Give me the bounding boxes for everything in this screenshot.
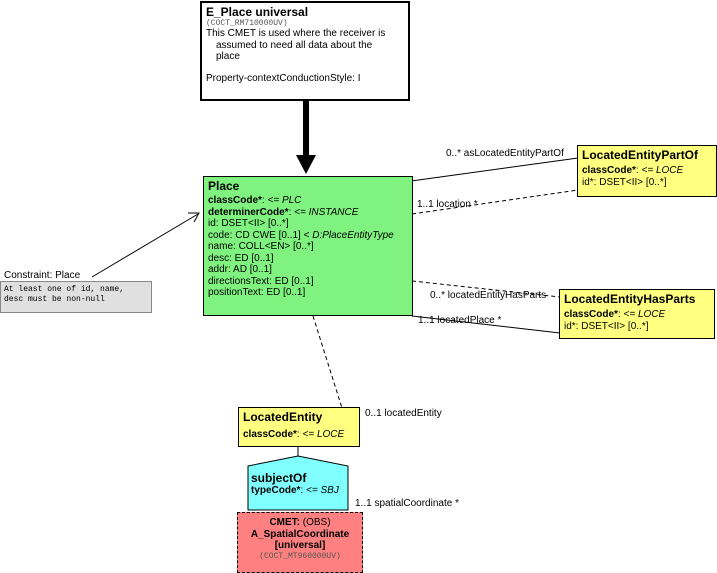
subjectof-box[interactable]: subjectOf typeCode*: <= SBJ [251, 471, 347, 497]
subjectof-shape [247, 455, 349, 511]
place-box[interactable]: Place classCode*: <= PLC determinerCode*… [203, 176, 413, 316]
cmet-line1: CMET: (OBS) [269, 517, 331, 528]
partof-solid-link [403, 157, 579, 183]
located-entity-box[interactable]: LocatedEntity classCode*: <= LOCE [238, 407, 360, 447]
label-spatial-coordinate: 1..1 spatialCoordinate * [355, 498, 459, 509]
hasparts-classcode: classCode*: <= LOCE [564, 309, 666, 320]
label-located-entity: 0..1 locatedEntity [365, 408, 442, 419]
cmet-id: (COCT_MT960000UV) [259, 551, 341, 561]
label-located-place: 1..1 locatedPlace * [418, 315, 502, 326]
located-dashed-link [312, 315, 343, 409]
place-title: Place [208, 179, 240, 193]
entry-arrow-head [296, 155, 316, 174]
place-attr-directions: directionsText: ED [0..1] [208, 275, 314, 287]
constraint-link [91, 213, 199, 278]
label-located-entity-has-parts: 0..* locatedEntityHasParts [430, 290, 547, 301]
header-box[interactable]: E_Place universal (COCT_RM710000UV) This… [200, 1, 410, 101]
place-attr-name: name: COLL<EN> [0..*] [208, 241, 314, 252]
constraint-body: At least one of id, name, desc must be n… [4, 285, 125, 304]
located-entity-title: LocatedEntity [243, 410, 323, 424]
cmet-variant: [universal] [274, 540, 326, 551]
place-attr-position: positionText: ED [0..1] [208, 287, 306, 298]
hasparts-dashed-link [411, 280, 561, 298]
subjectof-title: subjectOf [251, 471, 307, 485]
cmet-box[interactable]: CMET: (OBS) A_SpatialCoordinate [univers… [237, 512, 363, 573]
hasparts-solid-link [411, 315, 561, 334]
partof-box[interactable]: LocatedEntityPartOf classCode*: <= LOCE … [577, 145, 717, 197]
header-title: E_Place universal [206, 5, 309, 19]
subjectof-typecode: typeCode*: <= SBJ [251, 485, 339, 496]
header-desc-1: This CMET is used where the receiver is [206, 28, 386, 39]
hasparts-id: id*: DSET<II> [0..*] [564, 320, 649, 332]
place-attr-code: code: CD CWE [0..1] < D:PlaceEntityType [208, 229, 394, 241]
place-attr-addr: addr: AD [0..1] [208, 264, 272, 275]
header-style: Property-contextConductionStyle: I [206, 72, 361, 84]
constraint-link-arrowhead [188, 212, 200, 223]
located-entity-classcode: classCode*: <= LOCE [243, 429, 345, 440]
place-attr-desc: desc: ED [0..1] [208, 252, 274, 264]
header-id: (COCT_RM710000UV) [206, 19, 288, 28]
place-determinercode: determinerCode*: <= INSTANCE [208, 206, 359, 218]
header-desc-3: place [216, 51, 240, 62]
cmet-name: A_SpatialCoordinate [250, 528, 350, 540]
partof-title: LocatedEntityPartOf [582, 148, 699, 162]
place-classcode: classCode*: <= PLC [208, 195, 302, 206]
label-as-located-entity-part-of: 0..* asLocatedEntityPartOf [446, 148, 564, 159]
partof-id: id*: DSET<II> [0..*] [582, 176, 667, 188]
hasparts-title: LocatedEntityHasParts [564, 292, 696, 306]
header-desc-2: assumed to need all data about the [216, 39, 373, 51]
place-attr-id: id: DSET<II> [0..*] [208, 218, 289, 229]
hasparts-box[interactable]: LocatedEntityHasParts classCode*: <= LOC… [559, 289, 715, 339]
constraint-title: Constraint: Place [4, 270, 81, 281]
constraint-note[interactable]: At least one of id, name, desc must be n… [0, 281, 152, 313]
label-location: 1..1 location * [417, 199, 478, 210]
partof-classcode: classCode*: <= LOCE [582, 165, 684, 176]
